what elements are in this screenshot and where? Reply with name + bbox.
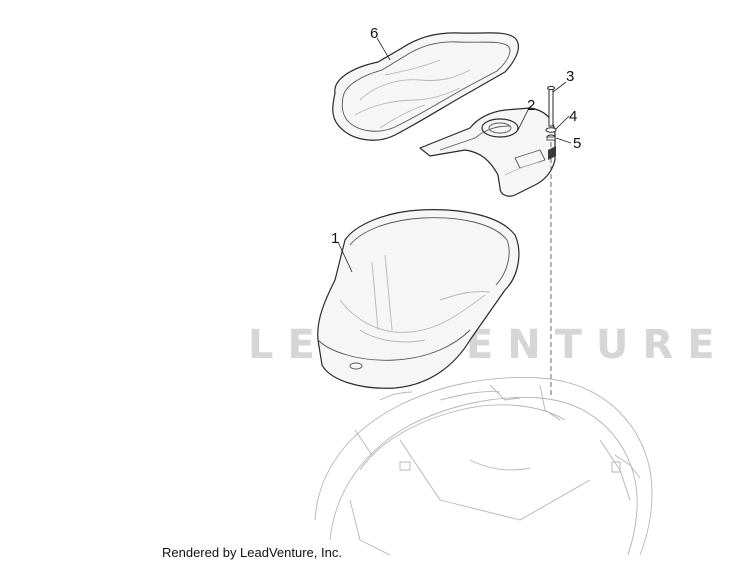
part-3-screw[interactable] [547, 85, 555, 127]
part-2-bracket[interactable] [419, 107, 556, 197]
frame-body [314, 377, 653, 556]
leader-lines [337, 37, 572, 273]
part-4-washer[interactable] [545, 127, 557, 133]
render-credit: Rendered by LeadVenture, Inc. [162, 545, 342, 560]
callout-5: 5 [573, 135, 581, 152]
callout-6: 6 [370, 25, 378, 42]
callout-4: 4 [569, 108, 577, 125]
callout-1: 1 [331, 230, 339, 247]
callout-labels: 6 1 2 3 4 5 [331, 25, 581, 247]
callout-2: 2 [527, 97, 535, 114]
part-5-nut[interactable] [546, 134, 556, 141]
callout-3: 3 [566, 68, 574, 85]
part-6-seat-tray[interactable] [332, 32, 519, 141]
part-1-helmet-tub[interactable] [317, 209, 520, 389]
